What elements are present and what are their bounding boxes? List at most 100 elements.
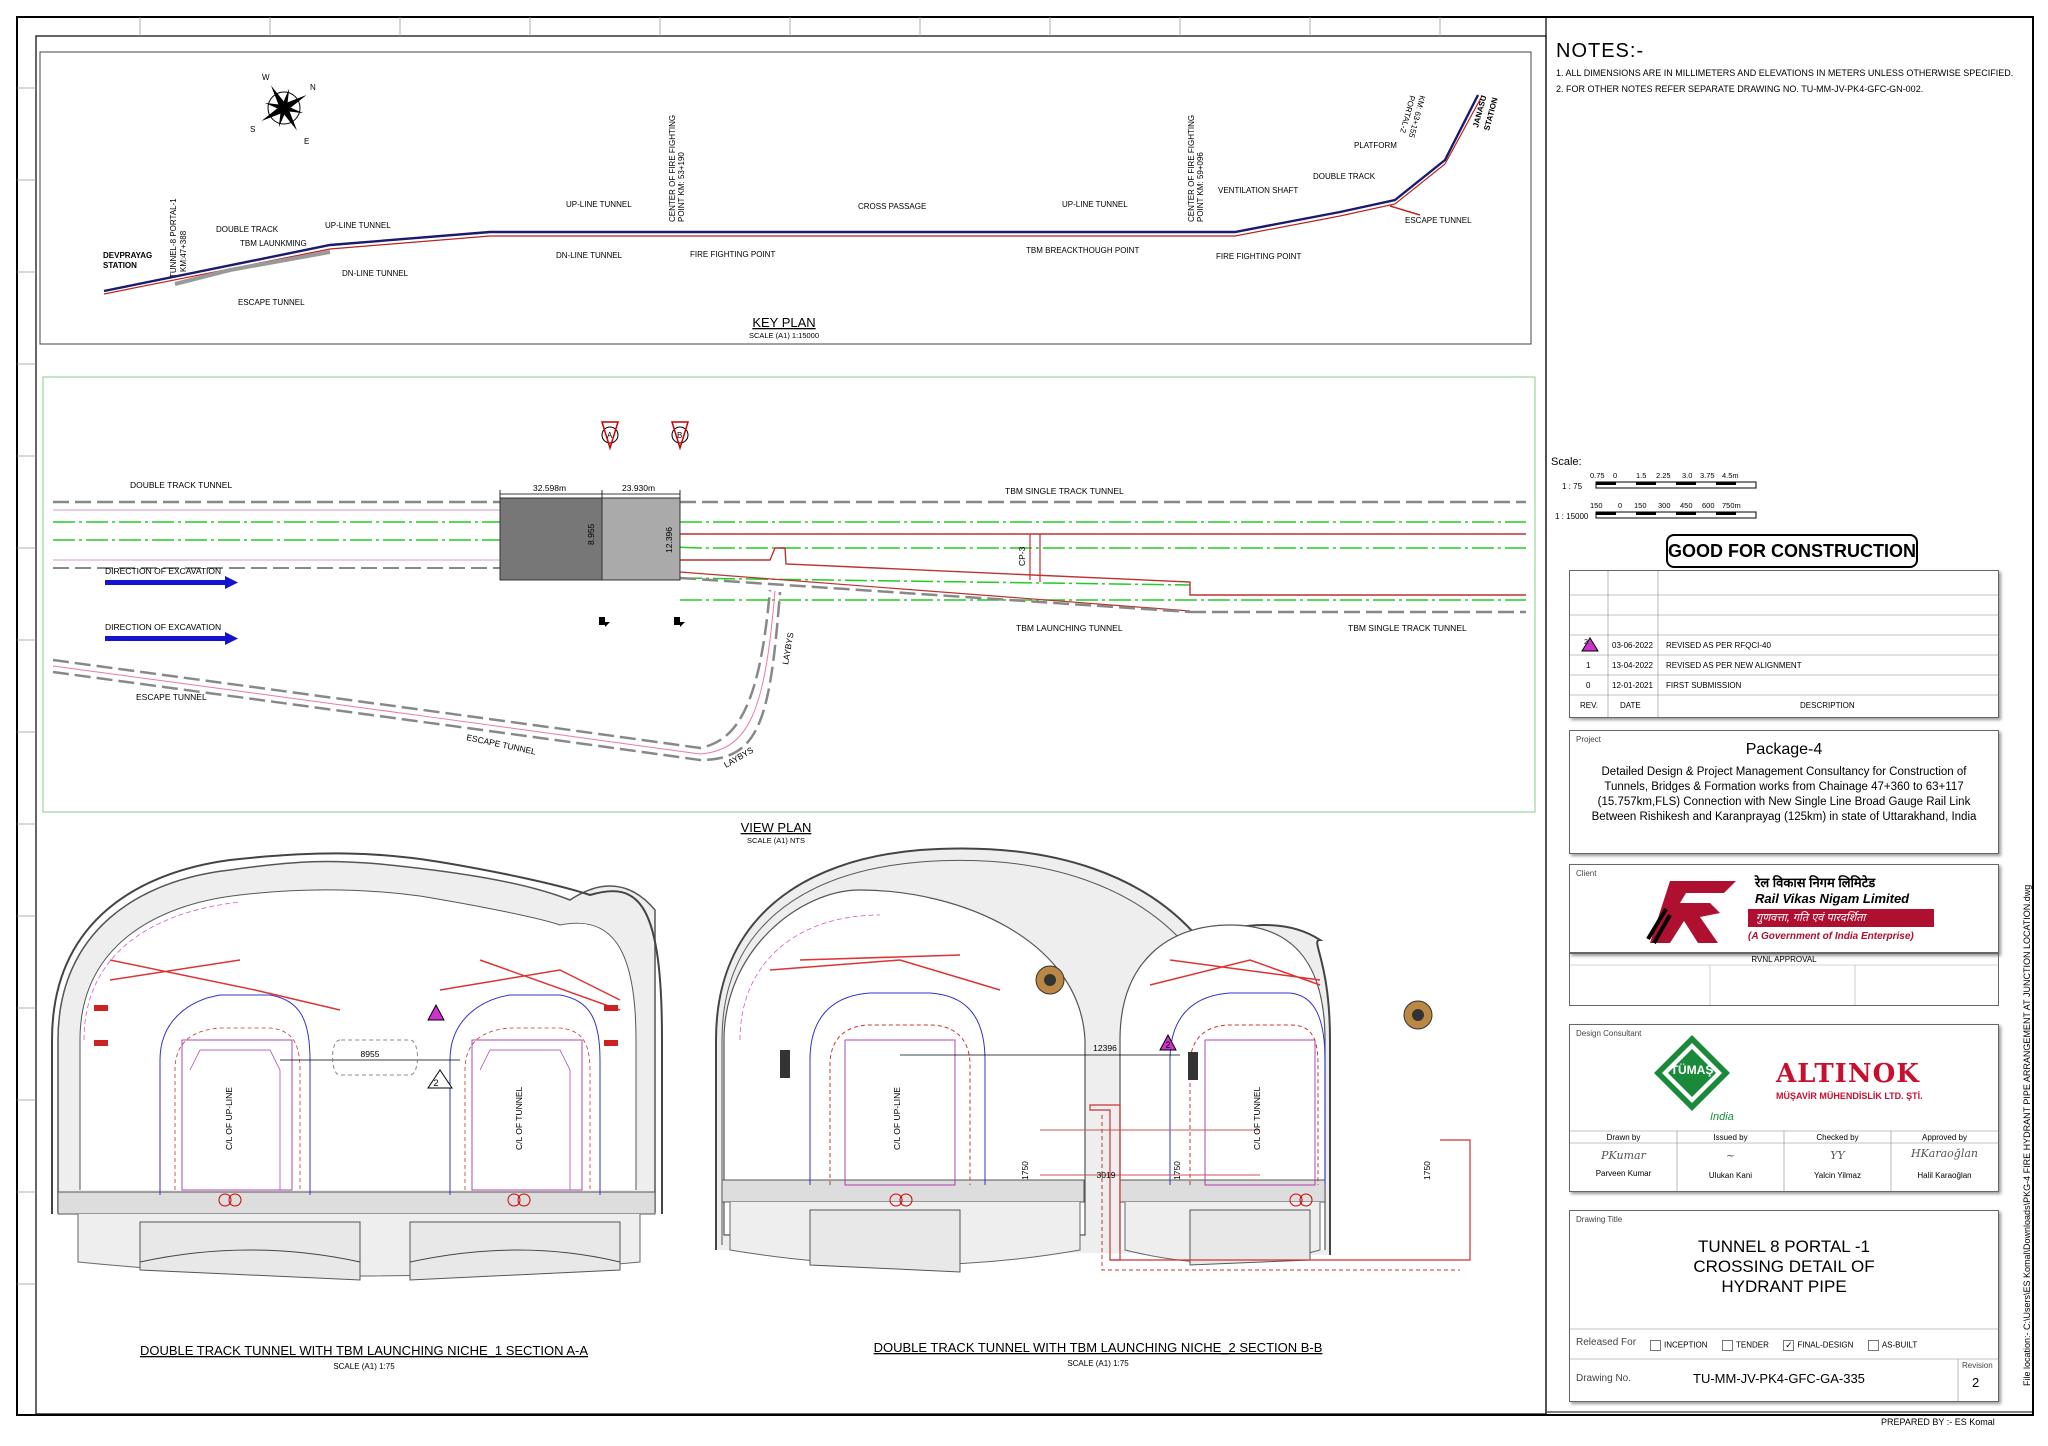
vp-dim2: 23.930m bbox=[622, 483, 655, 493]
launch-niche-2 bbox=[601, 497, 681, 581]
section-b-drawing bbox=[715, 847, 1471, 1273]
drawn-by-signature: PKumar bbox=[1601, 1149, 1646, 1162]
svg-text:4.5m: 4.5m bbox=[1722, 471, 1739, 480]
vp-tbm-single-2: TBM SINGLE TRACK TUNNEL bbox=[1348, 623, 1467, 633]
kp-up-line-2: UP-LINE TUNNEL bbox=[566, 200, 632, 209]
revision-mark-icon: 2 bbox=[427, 1003, 453, 1089]
drawing-title-line-3: HYDRANT PIPE bbox=[1721, 1277, 1847, 1296]
kp-cff1-a: CENTER OF FIRE FIGHTING bbox=[668, 115, 677, 222]
direction-arrow-icon bbox=[105, 576, 238, 589]
drawing-no-label: Drawing No. bbox=[1576, 1373, 1632, 1384]
svg-text:450: 450 bbox=[1680, 501, 1693, 510]
kp-up-line-3: UP-LINE TUNNEL bbox=[1062, 200, 1128, 209]
consultant-caption: Design Consultant bbox=[1576, 1029, 1642, 1038]
section-a-title: DOUBLE TRACK TUNNEL WITH TBM LAUNCHING N… bbox=[140, 1343, 588, 1358]
section-a-drawing bbox=[51, 852, 663, 1281]
release-option-as-built[interactable]: AS-BUILT bbox=[1867, 1340, 1917, 1352]
revision-table: 2 03-06-2022 REVISED AS PER RFQCI-40 1 1… bbox=[1569, 570, 1999, 718]
rev-2-desc: REVISED AS PER RFQCI-40 bbox=[1666, 641, 1771, 650]
checkbox-icon[interactable] bbox=[1867, 1340, 1879, 1352]
view-plan-title: VIEW PLAN bbox=[741, 820, 812, 835]
checkbox-checked-icon[interactable]: ✓ bbox=[1783, 1340, 1795, 1352]
release-option-final-design[interactable]: ✓FINAL-DESIGN bbox=[1783, 1340, 1854, 1352]
file-location: File location:- C:\Users\ES Komal\Downlo… bbox=[2022, 885, 2032, 1386]
client-sub: (A Government of India Enterprise) bbox=[1748, 931, 1914, 942]
kp-vent: VENTILATION SHAFT bbox=[1218, 186, 1298, 195]
section-arrow-icon bbox=[599, 617, 610, 627]
drawing-title-box: Drawing Title TUNNEL 8 PORTAL -1 CROSSIN… bbox=[1569, 1210, 1999, 1402]
kp-up-line-1: UP-LINE TUNNEL bbox=[325, 221, 391, 230]
kp-ff2: FIRE FIGHTING POINT bbox=[1216, 252, 1301, 261]
key-plan-scale: SCALE (A1) 1:15000 bbox=[749, 331, 819, 340]
svg-text:1.5: 1.5 bbox=[1636, 471, 1646, 480]
revision-mark-icon bbox=[1581, 637, 1599, 652]
altinok-sub: MÜŞAVİR MÜHENDİSLİK LTD. ŞTİ. bbox=[1776, 1091, 1923, 1101]
kp-cross-passage: CROSS PASSAGE bbox=[858, 202, 926, 211]
kp-dn-line-2: DN-LINE TUNNEL bbox=[556, 251, 623, 260]
compass-w: W bbox=[262, 73, 270, 82]
tumas-logo-icon bbox=[1654, 1035, 1730, 1111]
section-a-scale: SCALE (A1) 1:75 bbox=[333, 1362, 395, 1371]
kp-cff2-b: POINT KM: 59+096 bbox=[1196, 152, 1205, 222]
vp-dim1: 32.598m bbox=[533, 483, 566, 493]
rev-header-desc: DESCRIPTION bbox=[1800, 701, 1855, 710]
released-for-label: Released For bbox=[1576, 1337, 1637, 1348]
key-plan-title: KEY PLAN bbox=[752, 315, 815, 330]
svg-text:B: B bbox=[677, 431, 682, 440]
vp-dim-v1: 8.955 bbox=[586, 523, 596, 545]
section-b-title: DOUBLE TRACK TUNNEL WITH TBM LAUNCHING N… bbox=[874, 1340, 1323, 1355]
vp-tbm-launching: TBM LAUNCHING TUNNEL bbox=[1016, 623, 1123, 633]
rev-1-date: 13-04-2022 bbox=[1612, 661, 1653, 670]
kp-escape-2: ESCAPE TUNNEL bbox=[1405, 216, 1472, 225]
checked-by-signature: YY bbox=[1830, 1149, 1845, 1162]
approved-by-name: Halil Karaoğlan bbox=[1917, 1171, 1972, 1180]
compass-e: E bbox=[304, 137, 309, 146]
approved-by-signature: HKaraoğlan bbox=[1910, 1147, 1978, 1160]
key-plan-frame bbox=[39, 51, 1532, 345]
kp-double-track: DOUBLE TRACK bbox=[216, 225, 279, 234]
vp-dim-v2: 12.396 bbox=[664, 527, 674, 553]
checkbox-icon[interactable] bbox=[1722, 1340, 1734, 1352]
svg-text:150: 150 bbox=[1634, 501, 1647, 510]
prepared-by: PREPARED BY :- ES Komal bbox=[1881, 1417, 1995, 1427]
scale-ticks-2: 150 0 150 300 450 600 750m bbox=[1590, 501, 1741, 510]
vp-cp3: CP-3 bbox=[1017, 546, 1027, 566]
section-b-scale: SCALE (A1) 1:75 bbox=[1067, 1359, 1129, 1368]
release-option-inception[interactable]: INCEPTION bbox=[1650, 1340, 1708, 1352]
vp-tbm-single-1: TBM SINGLE TRACK TUNNEL bbox=[1005, 486, 1124, 496]
tumas-india: India bbox=[1710, 1111, 1734, 1123]
sa-dim: 8955 bbox=[361, 1049, 380, 1059]
kp-double-track-2: DOUBLE TRACK bbox=[1313, 172, 1376, 181]
section-b-marker-icon: B bbox=[670, 421, 690, 451]
kp-cff1-b: POINT KM: 53+190 bbox=[677, 152, 686, 222]
compass-n: N bbox=[310, 83, 316, 92]
drawn-by-name: Parveen Kumar bbox=[1595, 1169, 1652, 1178]
checkbox-icon[interactable] bbox=[1650, 1340, 1661, 1352]
svg-text:A: A bbox=[607, 431, 613, 440]
rev-2-date: 03-06-2022 bbox=[1612, 641, 1653, 650]
client-name-hindi: रेल विकास निगम लिमिटेड bbox=[1755, 875, 1876, 890]
section-arrow-icon bbox=[674, 617, 685, 627]
svg-text:600: 600 bbox=[1702, 501, 1715, 510]
vp-dir1: DIRECTION OF EXCAVATION bbox=[105, 566, 221, 576]
rvnl-approval-box: RVNL APPROVAL bbox=[1569, 952, 1999, 1006]
notes-title: NOTES:- bbox=[1556, 40, 1645, 62]
rev-0-number: 0 bbox=[1586, 681, 1591, 690]
view-plan-frame bbox=[42, 376, 1536, 813]
svg-text:2: 2 bbox=[433, 1078, 438, 1088]
issued-by-label: Issued by bbox=[1713, 1133, 1748, 1142]
release-options: INCEPTION TENDER ✓FINAL-DESIGN AS-BUILT bbox=[1650, 1335, 1927, 1353]
issued-by-signature: ~ bbox=[1725, 1149, 1736, 1162]
approved-by-label: Approved by bbox=[1922, 1133, 1967, 1142]
client-box: Client रेल विकास निगम लिमिटेड Rail Vikas… bbox=[1569, 864, 1999, 954]
drawing-title-line-2: CROSSING DETAIL OF bbox=[1693, 1257, 1875, 1276]
svg-text:750m: 750m bbox=[1722, 501, 1741, 510]
kp-dn-line-1: DN-LINE TUNNEL bbox=[342, 269, 409, 278]
scale-1: 1 : 75 bbox=[1562, 482, 1583, 491]
svg-text:3.0: 3.0 bbox=[1682, 471, 1692, 480]
rev-header-rev: REV. bbox=[1580, 701, 1598, 710]
release-option-tender[interactable]: TENDER bbox=[1722, 1340, 1769, 1352]
project-caption: Project bbox=[1576, 735, 1601, 744]
kp-station: STATION bbox=[103, 261, 137, 270]
